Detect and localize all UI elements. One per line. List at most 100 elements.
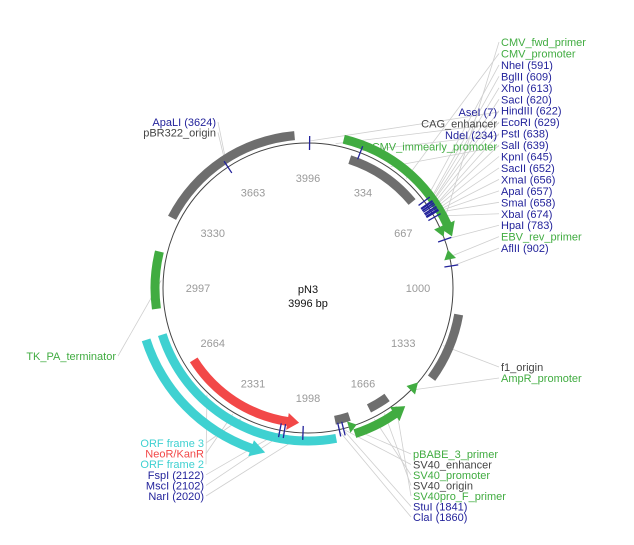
site-mark-658[interactable] (426, 209, 440, 219)
label-cmv-promoter[interactable]: CMV_promoter (501, 48, 576, 60)
site-mark-2122[interactable] (277, 423, 282, 438)
label-stui-1841[interactable]: StuI (1841) (413, 502, 467, 514)
site-mark-783[interactable] (437, 236, 452, 243)
leader-line (343, 430, 412, 507)
tick-label-3330: 3330 (200, 228, 224, 240)
label-sv40-promoter[interactable]: SV40_promoter (413, 470, 490, 482)
label-nari-2020[interactable]: NarI (2020) (148, 491, 204, 503)
label-saci-620[interactable]: SacI (620) (501, 94, 552, 106)
label-cmv-fwd-primer[interactable]: CMV_fwd_primer (501, 37, 586, 49)
feature-orf-frame-3[interactable] (157, 333, 338, 446)
label-cag-enhancer[interactable]: CAG_enhancer (421, 119, 497, 131)
tick-label-1998: 1998 (296, 393, 320, 405)
leader-line (425, 64, 500, 201)
leader-line (428, 87, 500, 205)
site-mark-645[interactable] (424, 207, 438, 216)
label-asei-7[interactable]: AseI (7) (458, 107, 497, 119)
label-f1-origin[interactable]: f1_origin (501, 362, 543, 374)
feature-cmv-immearly-promoter[interactable] (348, 155, 416, 205)
label-hindiii-622[interactable]: HindIII (622) (501, 106, 562, 118)
primer-ebv-rev-primer[interactable] (444, 249, 456, 261)
label-xhoi-613[interactable]: XhoI (613) (501, 83, 552, 95)
label-xbai-674[interactable]: XbaI (674) (501, 209, 552, 221)
label-sv40-enhancer[interactable]: SV40_enhancer (413, 460, 492, 472)
label-bglii-609[interactable]: BglII (609) (501, 71, 552, 83)
label-apai-657[interactable]: ApaI (657) (501, 186, 552, 198)
label-kpni-645[interactable]: KpnI (645) (501, 152, 552, 164)
primer-pbabe-3-primer[interactable] (347, 421, 357, 433)
label-orf-frame-3[interactable]: ORF frame 3 (140, 438, 204, 450)
feature-arcs (141, 131, 464, 457)
label-pbabe-3-primer[interactable]: pBABE_3_primer (413, 449, 498, 461)
label-aflii-902[interactable]: AflII (902) (501, 243, 549, 255)
leader-line (205, 434, 304, 497)
label-hpai-783[interactable]: HpaI (783) (501, 220, 553, 232)
tick-label-1666: 1666 (351, 378, 375, 390)
label-msci-2102[interactable]: MscI (2102) (146, 480, 204, 492)
site-mark-591[interactable] (418, 196, 431, 206)
primer-cmv-fwd-primer[interactable] (434, 224, 446, 237)
primer-ampr-promoter[interactable] (406, 382, 419, 395)
label-psti-638[interactable]: PstI (638) (501, 129, 549, 141)
label-fspi-2122[interactable]: FspI (2122) (148, 470, 204, 482)
site-mark-629[interactable] (422, 203, 436, 213)
leader-line (429, 99, 500, 206)
label-nhei-591[interactable]: NheI (591) (501, 60, 553, 72)
label-smai-658[interactable]: SmaI (658) (501, 197, 555, 209)
leader-line (395, 405, 412, 497)
label-sv40-origin[interactable]: SV40_origin (413, 481, 473, 493)
label-ecori-629[interactable]: EcoRI (629) (501, 117, 560, 129)
feature-sv40-promoter[interactable] (353, 406, 406, 438)
feature-orf-frame-2[interactable] (141, 338, 266, 457)
label-ebv-rev-primer[interactable]: EBV_rev_primer (501, 232, 582, 244)
label-tk-pa-terminator[interactable]: TK_PA_terminator (26, 351, 116, 363)
tick-label-2664: 2664 (200, 338, 224, 350)
tick-label-334: 334 (354, 188, 372, 200)
tick-label-1333: 1333 (391, 338, 415, 350)
feature-tk-pa-terminator[interactable] (150, 250, 164, 310)
site-mark-639[interactable] (424, 205, 437, 215)
position-tick-labels: 3996334667100013331666199823312664299733… (186, 173, 430, 405)
label-ndei-234[interactable]: NdeI (234) (445, 130, 497, 142)
feature-pbr322-origin[interactable] (168, 131, 295, 220)
feature-f1-origin[interactable] (427, 313, 464, 381)
leader-line (433, 179, 500, 213)
site-mark-3624[interactable] (223, 160, 233, 174)
leader-line (431, 144, 500, 210)
site-mark-902[interactable] (444, 264, 459, 268)
leader-line (384, 413, 412, 486)
label-sacii-652[interactable]: SacII (652) (501, 163, 555, 175)
label-sv40pro-f-primer[interactable]: SV40pro_F_primer (413, 491, 506, 503)
label-xmai-656[interactable]: XmaI (656) (501, 174, 555, 186)
site-mark-652[interactable] (425, 208, 439, 217)
feature-sv40-enhancer[interactable] (334, 412, 351, 425)
leader-line (360, 134, 500, 152)
label-apali-3624[interactable]: ApaLI (3624) (152, 117, 216, 129)
label-pbr322-origin[interactable]: pBR322_origin (143, 128, 216, 140)
site-mark-234[interactable] (357, 145, 364, 160)
label-orf-frame-2[interactable]: ORF frame 2 (140, 459, 204, 471)
label-leader-lines (117, 41, 500, 518)
site-mark-2102[interactable] (282, 424, 287, 439)
leader-line (453, 247, 500, 267)
site-mark-609[interactable] (420, 199, 433, 210)
label-neor-kanr[interactable]: NeoR/KanR (145, 449, 204, 461)
label-clai-1860[interactable]: ClaI (1860) (413, 512, 467, 524)
site-mark-1841[interactable] (341, 421, 346, 436)
site-mark-1860[interactable] (337, 422, 342, 437)
label-ampr-promoter[interactable]: AmpR_promoter (501, 373, 582, 385)
feature-neor-kanr[interactable] (189, 357, 300, 430)
site-mark-613[interactable] (420, 200, 434, 210)
plasmid-backbone-circle (162, 142, 454, 434)
feature-sv40-origin[interactable] (366, 393, 390, 413)
tick-label-2997: 2997 (186, 283, 210, 295)
site-mark-622[interactable] (422, 202, 435, 212)
label-cmv-immearly-promoter[interactable]: CMV_immearly_promoter (372, 142, 498, 154)
leader-line (446, 224, 500, 240)
site-mark-674[interactable] (428, 213, 441, 222)
leader-line (432, 156, 500, 211)
label-sali-639[interactable]: SalI (639) (501, 140, 549, 152)
leader-line (427, 76, 500, 204)
tick-label-2331: 2331 (241, 378, 265, 390)
